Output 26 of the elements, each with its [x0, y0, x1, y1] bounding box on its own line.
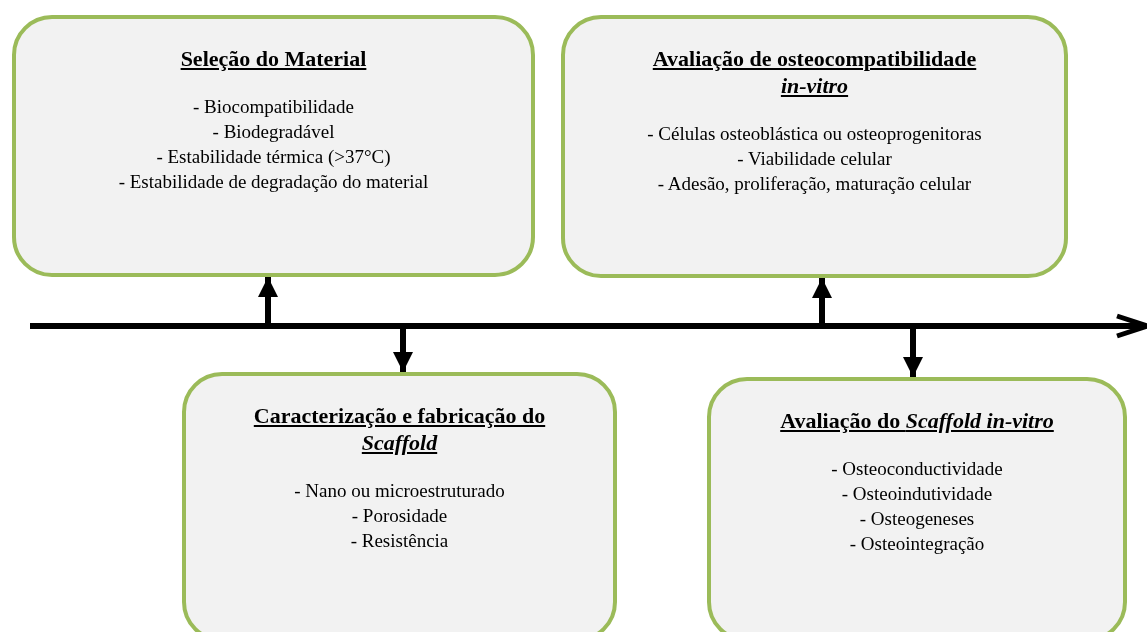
step-box: [561, 15, 1068, 278]
step-heading: Seleção do Material: [180, 45, 367, 72]
list-item: - Biocompatibilidade: [193, 95, 354, 119]
list-item: - Osteoconductividade: [831, 457, 1003, 481]
list-item: - Estabilidade de degradação do material: [118, 170, 429, 194]
arrow: [812, 278, 832, 323]
step-box: [182, 372, 617, 632]
step-box: [707, 377, 1127, 632]
list-item: - Estabilidade térmica (>37°C): [156, 145, 391, 169]
list-item: - Adesão, proliferação, maturação celular: [657, 172, 972, 196]
step-heading: Caracterização e fabricação do Scaffold: [252, 402, 547, 456]
list-item: - Viabilidade celular: [737, 147, 892, 171]
list-item: - Porosidade: [351, 504, 448, 528]
list-item: - Nano ou microestruturado: [294, 479, 505, 503]
list-item: - Osteointegração: [849, 532, 985, 556]
list-item: - Osteogeneses: [859, 507, 975, 531]
step-heading: Avaliação do Scaffold in-vitro: [780, 407, 1054, 434]
list-item: - Biodegradável: [212, 120, 335, 144]
arrow: [903, 329, 923, 377]
arrow: [393, 329, 413, 372]
list-item: - Células osteoblástica ou osteoprogenitoras: [647, 122, 982, 146]
step-heading: Avaliação de osteocompatibilidade in-vitro: [651, 45, 978, 99]
list-item: - Resistência: [350, 529, 449, 553]
arrow: [258, 277, 278, 323]
list-item: - Osteoindutividade: [841, 482, 993, 506]
step-box: [12, 15, 535, 277]
